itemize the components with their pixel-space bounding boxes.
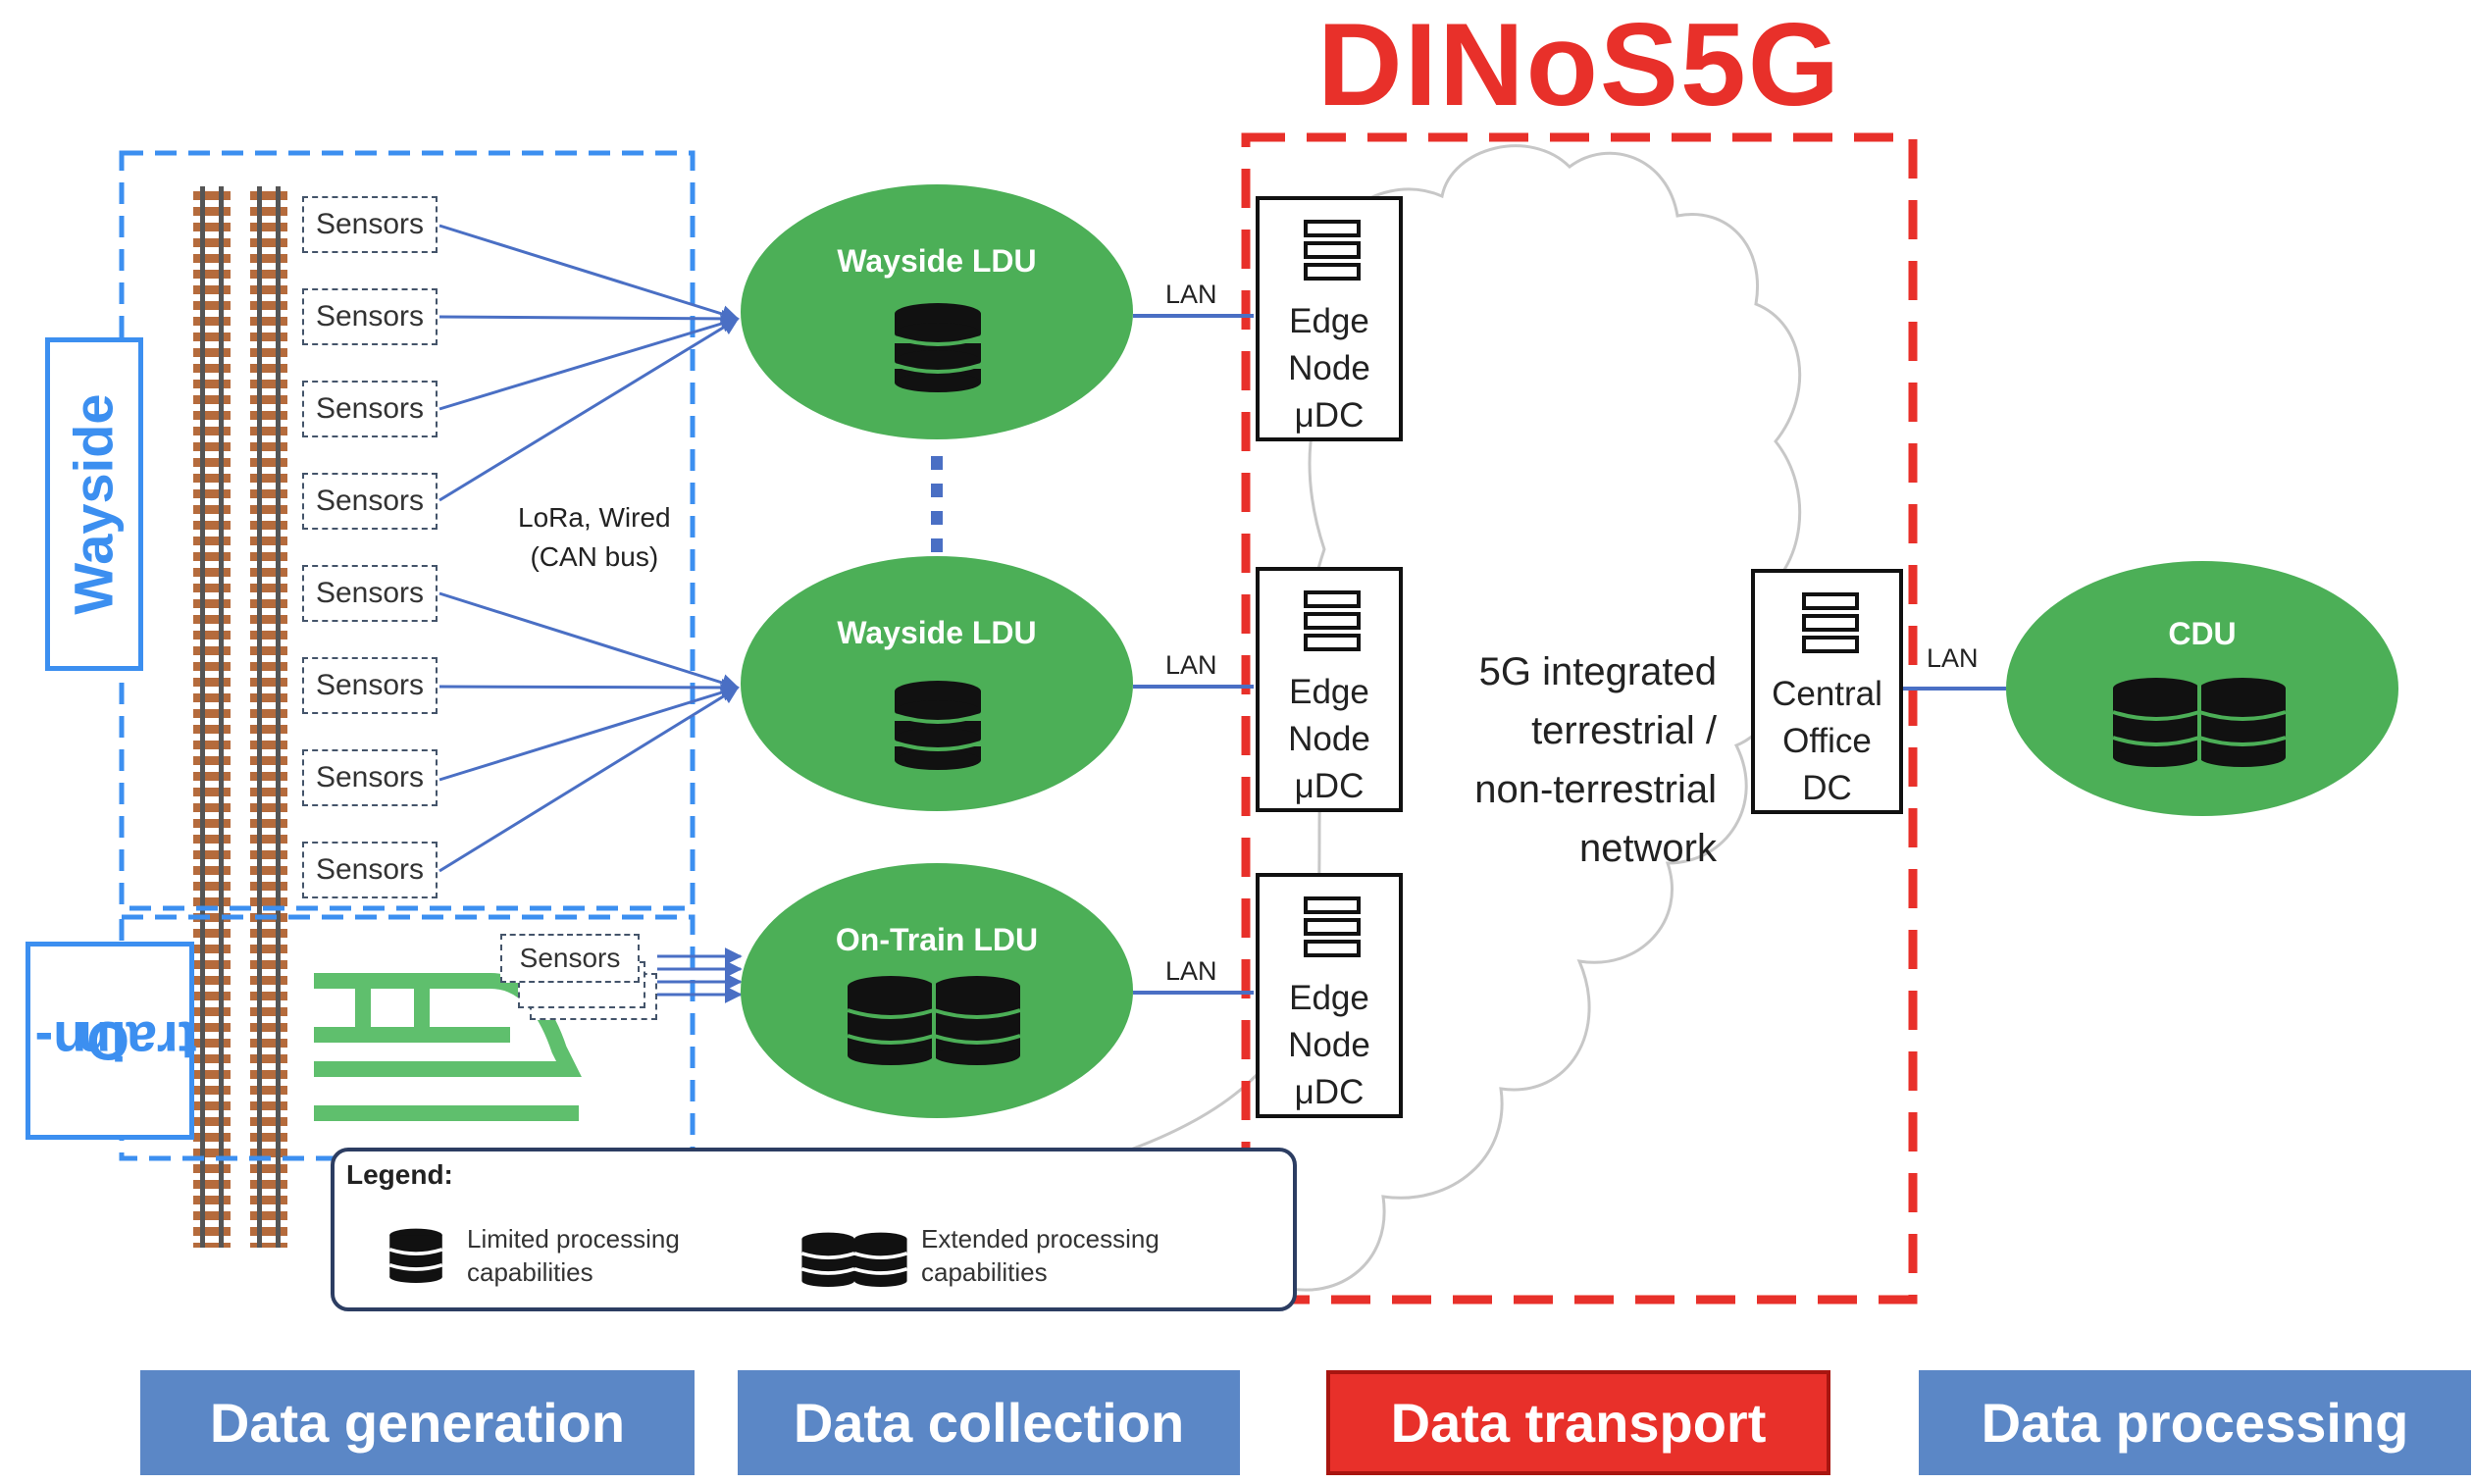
- wayside-ldu-2-title: Wayside LDU: [837, 615, 1037, 650]
- wayside-label-text: Wayside: [63, 393, 125, 615]
- legend-title: Legend:: [346, 1159, 453, 1190]
- phase-data-processing: Data processing: [1919, 1370, 2471, 1475]
- legend: Legend: Limited processing capabilities …: [331, 1148, 1297, 1311]
- lan-label: LAN: [1165, 650, 1217, 680]
- central-office-line2: Office: [1782, 722, 1872, 760]
- phase-data-transport: Data transport: [1326, 1370, 1830, 1475]
- sensor-box: Sensors: [302, 565, 438, 622]
- network-line1: 5G integrated: [1478, 650, 1717, 693]
- server-icon: [1304, 220, 1361, 281]
- edge-node-line3: μDC: [1294, 396, 1365, 435]
- edge-node-line1: Edge: [1289, 302, 1369, 340]
- link-type-label: LoRa, Wired (CAN bus): [518, 498, 671, 577]
- extended-database-icon: [2112, 678, 2287, 767]
- sensor-box: Sensors: [302, 288, 438, 345]
- server-icon: [1304, 590, 1361, 651]
- extended-database-icon: [847, 976, 1021, 1065]
- lan-links: [1133, 314, 2006, 995]
- edge-node-line2: Node: [1288, 720, 1370, 758]
- on-train-ldu-title: On-Train LDU: [835, 922, 1039, 957]
- edge-node: Edge Node μDC: [1256, 196, 1403, 441]
- edge-node-line2: Node: [1288, 1026, 1370, 1064]
- edge-node: Edge Node μDC: [1256, 873, 1403, 1118]
- sensor-box: Sensors: [302, 749, 438, 806]
- legend-extended-text: Extended processing capabilities: [921, 1224, 1159, 1287]
- network-cloud: [1107, 144, 1802, 1293]
- link-type-line2: (CAN bus): [530, 541, 659, 572]
- central-office-label: Central Office DC: [1755, 671, 1899, 812]
- edge-node: Edge Node μDC: [1256, 567, 1403, 812]
- sensor-links: [438, 224, 743, 1003]
- wayside-label: Wayside: [45, 337, 143, 671]
- wayside-ldu-1-title: Wayside LDU: [837, 243, 1037, 279]
- database-icon: [894, 303, 982, 392]
- transport-region: [1241, 132, 1918, 1305]
- lan-label: LAN: [1165, 280, 1217, 309]
- network-description: 5G integrated terrestrial / non-terrestr…: [1413, 642, 1717, 878]
- lan-label: LAN: [1927, 643, 1979, 673]
- database-icon: [894, 681, 982, 770]
- phase-data-collection: Data collection: [738, 1370, 1240, 1475]
- lan-label: LAN: [1165, 956, 1217, 986]
- railway-track-left: [193, 186, 231, 1248]
- edge-node-label: Edge Node μDC: [1260, 669, 1399, 810]
- server-icon: [1802, 592, 1859, 653]
- edge-node-line3: μDC: [1294, 767, 1365, 805]
- sensor-box: Sensors: [302, 842, 438, 898]
- cdu-title: CDU: [2168, 616, 2237, 651]
- network-line3: non-terrestrial: [1474, 768, 1717, 811]
- extended-database-icon: [800, 1232, 908, 1287]
- on-train-label-text: On- train: [35, 981, 197, 1100]
- edge-node-line3: μDC: [1294, 1073, 1365, 1111]
- central-office-line1: Central: [1772, 675, 1882, 713]
- phase-data-generation: Data generation: [140, 1370, 695, 1475]
- link-type-line1: LoRa, Wired: [518, 502, 671, 533]
- server-icon: [1304, 896, 1361, 957]
- central-office-dc: Central Office DC: [1751, 569, 1903, 814]
- on-train-label-line2: train: [77, 1010, 197, 1072]
- edge-node-line2: Node: [1288, 349, 1370, 387]
- database-icon: [388, 1228, 443, 1283]
- network-line4: network: [1578, 827, 1717, 870]
- sensor-box: Sensors: [302, 381, 438, 437]
- diagram-title: DINoS5G: [1316, 0, 1842, 130]
- edge-node-label: Edge Node μDC: [1260, 298, 1399, 439]
- sensor-box: Sensors: [302, 196, 438, 253]
- sensor-box: Sensors: [302, 657, 438, 714]
- network-line2: terrestrial /: [1531, 709, 1717, 752]
- edge-node-line1: Edge: [1289, 979, 1369, 1017]
- sensor-box: Sensors: [302, 473, 438, 530]
- railway-track-right: [250, 186, 287, 1248]
- edge-node-label: Edge Node μDC: [1260, 975, 1399, 1116]
- edge-node-line1: Edge: [1289, 673, 1369, 711]
- on-train-label: On- train: [26, 942, 197, 1140]
- legend-limited-text: Limited processing capabilities: [467, 1224, 680, 1287]
- central-office-line3: DC: [1802, 769, 1852, 807]
- on-train-sensor-box: Sensors: [500, 934, 640, 983]
